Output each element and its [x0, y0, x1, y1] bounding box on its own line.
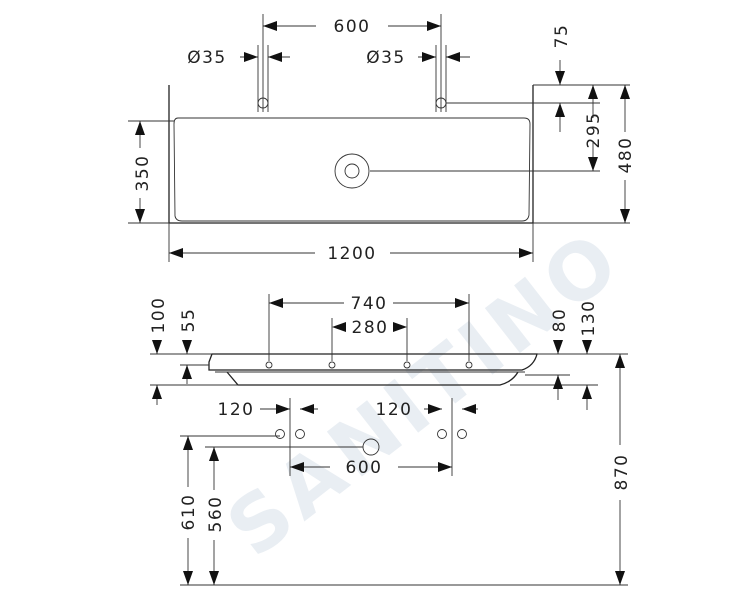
dim-80: 80: [550, 308, 570, 333]
dim-610: 610: [179, 494, 199, 531]
fixing-hole: [265, 361, 273, 369]
arrow-icon: [209, 447, 219, 461]
arrow-icon: [244, 52, 258, 62]
basin-body-profile: [226, 371, 519, 386]
dim-120-left: 120: [218, 400, 255, 420]
arrow-icon: [582, 385, 592, 399]
arrow-icon: [519, 248, 533, 258]
basin-bowl: [173, 117, 531, 222]
fixing-hole: [403, 361, 411, 369]
arrow-icon: [620, 209, 630, 223]
arrow-icon: [135, 209, 145, 223]
arrow-icon: [300, 404, 314, 414]
arrow-icon: [182, 365, 192, 379]
arrow-icon: [455, 298, 469, 308]
arrow-icon: [183, 436, 193, 450]
dim-280: 280: [352, 318, 389, 338]
dim-1200: 1200: [327, 244, 376, 264]
arrow-icon: [182, 340, 192, 354]
arrow-icon: [428, 404, 442, 414]
arrow-icon: [169, 248, 183, 258]
arrow-icon: [588, 157, 598, 171]
arrow-icon: [135, 121, 145, 135]
dim-870: 870: [612, 454, 632, 491]
arrow-icon: [588, 85, 598, 99]
valve-hole: [437, 429, 447, 439]
dim-130: 130: [579, 300, 599, 337]
dim-560: 560: [206, 496, 226, 533]
arrow-icon: [276, 404, 290, 414]
dim-480: 480: [616, 137, 636, 174]
front-view: 740 280 100 55 80: [149, 294, 632, 586]
dim-120-right: 120: [376, 400, 413, 420]
basin-outline: [168, 85, 534, 224]
arrow-icon: [427, 21, 441, 31]
dim-hole-left: Ø35: [187, 48, 227, 68]
arrow-icon: [438, 462, 452, 472]
dim-295: 295: [584, 112, 604, 149]
watermark-text: SANITINO: [211, 213, 639, 575]
dim-75: 75: [552, 24, 572, 49]
dim-100: 100: [149, 297, 169, 334]
arrow-icon: [553, 375, 563, 389]
valve-hole: [295, 429, 305, 439]
arrow-icon: [268, 52, 282, 62]
arrow-icon: [263, 21, 277, 31]
arrow-icon: [555, 103, 565, 117]
arrow-icon: [615, 354, 625, 368]
arrow-icon: [209, 571, 219, 585]
dim-350: 350: [133, 155, 153, 192]
arrow-icon: [393, 322, 407, 332]
fixing-hole: [465, 361, 473, 369]
basin-rim-profile: [208, 353, 538, 371]
drain-inner: [344, 163, 360, 179]
arrow-icon: [620, 85, 630, 99]
arrow-icon: [615, 571, 625, 585]
drain-outer: [334, 153, 370, 189]
dim-600-top: 600: [334, 17, 371, 37]
arrow-icon: [269, 298, 283, 308]
valve-hole: [457, 429, 467, 439]
top-view: 600 Ø35 Ø35 75 295: [128, 14, 636, 264]
dim-55: 55: [179, 308, 199, 333]
arrow-icon: [446, 52, 460, 62]
arrow-icon: [462, 404, 476, 414]
arrow-icon: [290, 462, 304, 472]
arrow-icon: [152, 340, 162, 354]
arrow-icon: [555, 71, 565, 85]
arrow-icon: [553, 340, 563, 354]
dim-740: 740: [351, 294, 388, 314]
arrow-icon: [332, 322, 346, 332]
dim-600-bottom: 600: [346, 458, 383, 478]
arrow-icon: [422, 52, 436, 62]
arrow-icon: [183, 571, 193, 585]
arrow-icon: [582, 340, 592, 354]
dim-hole-right: Ø35: [366, 48, 406, 68]
fixing-hole: [328, 361, 336, 369]
arrow-icon: [152, 385, 162, 399]
valve-hole: [275, 429, 285, 439]
